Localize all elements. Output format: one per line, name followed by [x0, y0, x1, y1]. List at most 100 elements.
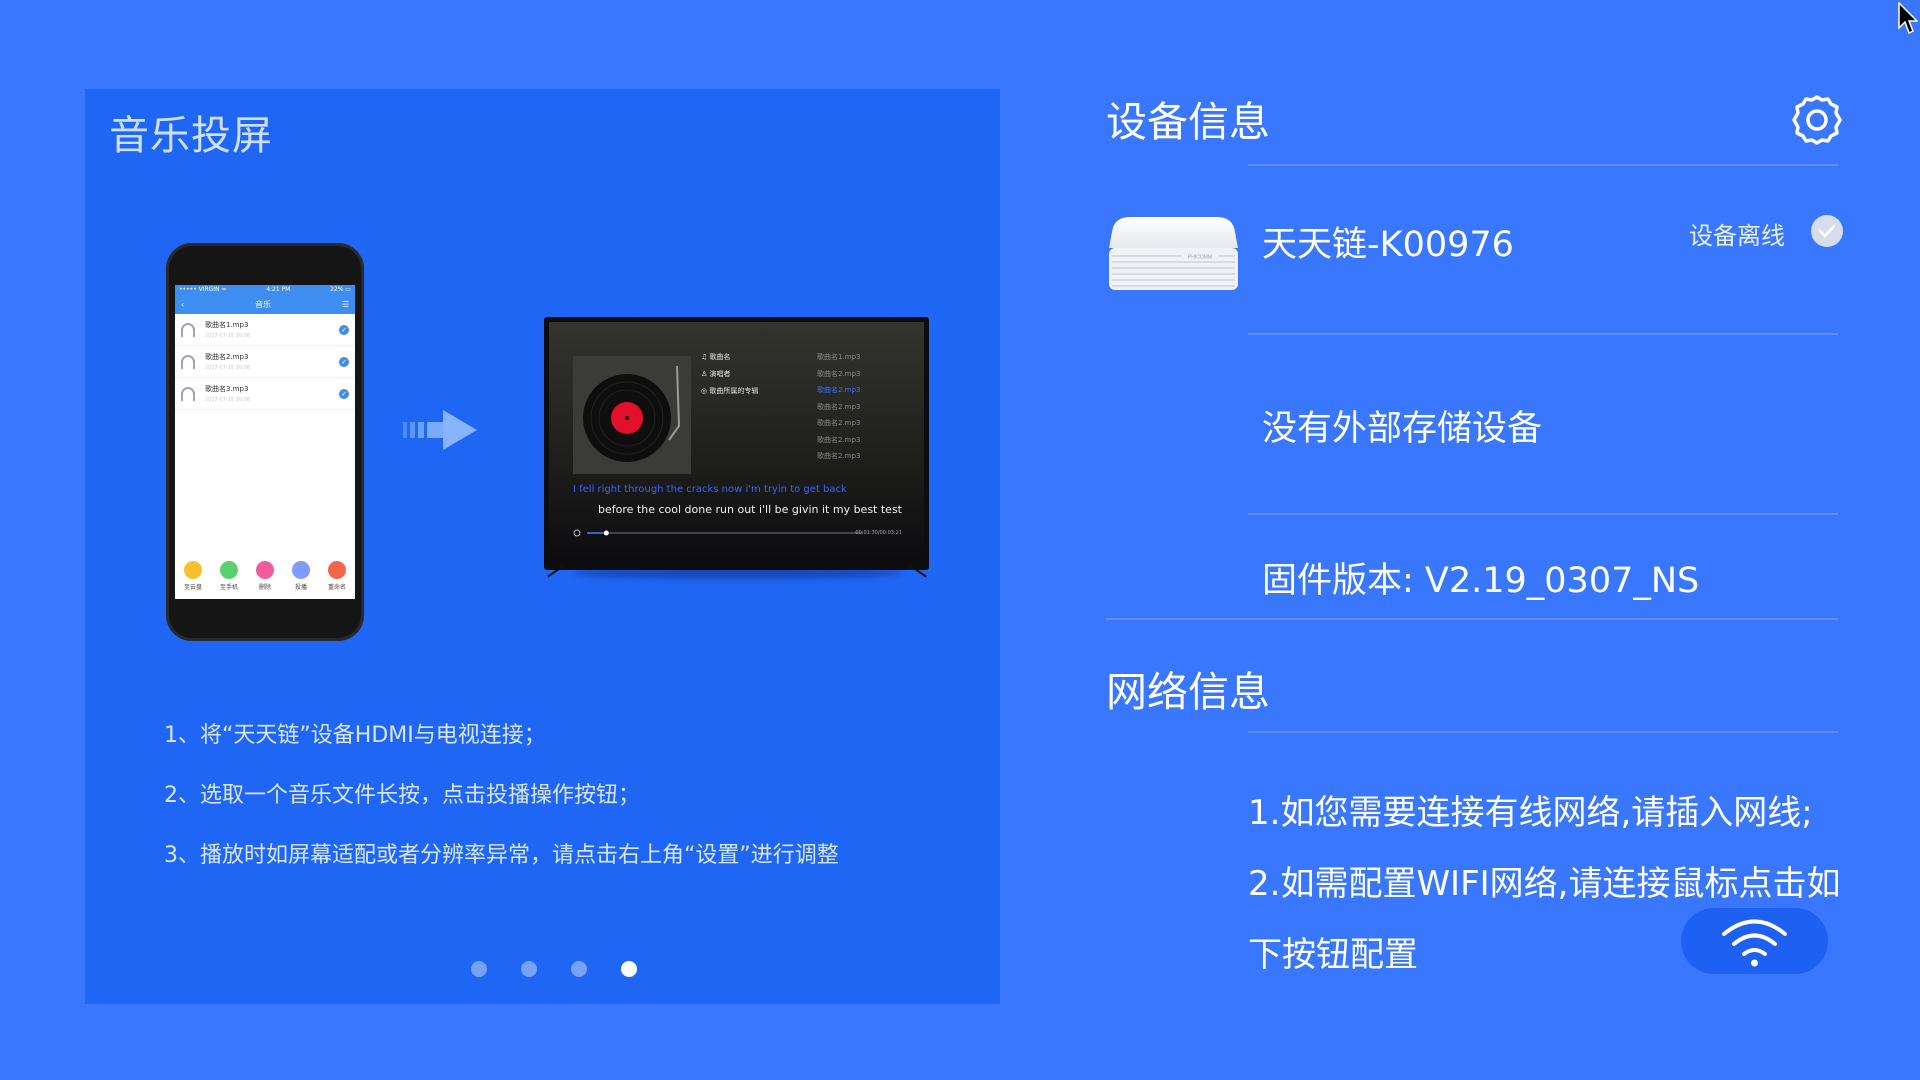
phone-illustration: ••••• VIRGIN ≈ 4:21 PM 22% ▭ ‹ 音乐 ☰ 歌曲名1…: [166, 243, 364, 641]
headphones-icon: [181, 354, 195, 369]
divider: [1248, 164, 1838, 166]
album-cover: [573, 356, 691, 474]
check-icon: ✓: [339, 356, 349, 367]
cloud-icon: [184, 561, 202, 579]
tv-playlist-item: 歌曲名2.mp3: [817, 452, 861, 460]
phone-nav-title: 音乐: [255, 299, 272, 309]
tv-playlist-item: 歌曲名2.mp3: [817, 419, 861, 427]
network-instruction-line: 2.如需配置WIFI网络,请连接鼠标点击如: [1248, 864, 1841, 904]
tv-lyric-current: I fell right through the cracks now i'm …: [573, 484, 847, 495]
tv-shadow: [573, 567, 903, 579]
music-note-icon: ♫: [701, 353, 710, 361]
tv-song-meta: ♫ 歌曲名 ♙ 演唱者 ◎ 歌曲所属的专辑: [701, 352, 758, 403]
progress-bar: [573, 529, 863, 537]
device-info-title: 设备信息: [1106, 98, 1270, 146]
phone-song-row: 歌曲名1.mp3 2017-07-15 10:08 ✓: [175, 314, 355, 346]
page-dot-2[interactable]: [521, 961, 537, 977]
check-icon: ✓: [339, 388, 349, 399]
page-dot-1[interactable]: [471, 961, 487, 977]
network-info-title: 网络信息: [1106, 668, 1270, 716]
divider: [1248, 513, 1838, 515]
gear-icon[interactable]: [1790, 93, 1844, 147]
tv-playlist-item-current: 歌曲名2.mp3: [817, 386, 861, 394]
arrow-right-icon: [403, 410, 477, 450]
tv-screen: ♫ 歌曲名 ♙ 演唱者 ◎ 歌曲所属的专辑 歌曲名1.mp3 歌曲名2.mp3 …: [549, 322, 924, 562]
phone-action: 删除: [250, 561, 280, 591]
router-device-image: PHICOMM: [1109, 217, 1238, 290]
phone-carrier: ••••• VIRGIN ≈: [179, 286, 227, 293]
tv-playlist-item: 歌曲名1.mp3: [817, 353, 861, 361]
page-indicator: [471, 961, 637, 977]
tv-time: 00:01:30/00:03:21: [855, 530, 902, 536]
phone-time: 4:21 PM: [266, 286, 291, 293]
instruction-step: 3、播放时如屏幕适配或者分辨率异常，请点击右上角“设置”进行调整: [164, 843, 839, 868]
headphones-icon: [181, 386, 195, 401]
device-name: 天天链-K00976: [1262, 225, 1514, 265]
trash-icon: [256, 561, 274, 579]
tv-playlist: 歌曲名1.mp3 歌曲名2.mp3 歌曲名2.mp3 歌曲名2.mp3 歌曲名2…: [817, 352, 860, 468]
page-dot-4-active[interactable]: [621, 961, 637, 977]
song-date: 2017-07-15 10:08: [205, 333, 251, 339]
back-icon: ‹: [181, 299, 185, 309]
tv-playlist-item: 歌曲名2.mp3: [817, 369, 861, 378]
wifi-icon: [1722, 919, 1787, 967]
phone-screen: ••••• VIRGIN ≈ 4:21 PM 22% ▭ ‹ 音乐 ☰ 歌曲名1…: [175, 285, 355, 599]
tv-song-title: 歌曲名: [709, 353, 731, 361]
divider: [1248, 731, 1838, 733]
firmware-version: 固件版本: V2.19_0307_NS: [1262, 561, 1700, 601]
network-instructions: 1.如您需要连接有线网络,请插入网线; 2.如需配置WIFI网络,请连接鼠标点击…: [1248, 778, 1858, 991]
person-icon: ♙: [701, 370, 710, 378]
phone-action: 投播: [286, 561, 316, 591]
instruction-step: 1、将“天天链”设备HDMI与电视连接；: [164, 723, 546, 748]
song-name: 歌曲名2.mp3: [205, 353, 249, 361]
tv-artist: 演唱者: [709, 370, 731, 378]
tv-album: 歌曲所属的专辑: [709, 387, 759, 395]
phone-song-row: 歌曲名3.mp3 2017-07-15 10:08 ✓: [175, 378, 355, 410]
tv-illustration: ♫ 歌曲名 ♙ 演唱者 ◎ 歌曲所属的专辑 歌曲名1.mp3 歌曲名2.mp3 …: [544, 317, 929, 570]
network-instruction-line: 下按钮配置: [1248, 935, 1418, 975]
mouse-cursor-icon: [1898, 2, 1918, 35]
vinyl-record-icon: [583, 365, 681, 462]
download-icon: [220, 561, 238, 579]
music-cast-panel: 音乐投屏 ••••• VIRGIN ≈ 4:21 PM 22% ▭ ‹ 音乐 ☰…: [85, 89, 1000, 1004]
phone-action-label: 删除: [258, 584, 271, 591]
headphones-icon: [181, 322, 195, 337]
song-name: 歌曲名3.mp3: [205, 385, 249, 393]
phone-action: 至手机: [214, 561, 244, 591]
wifi-config-button[interactable]: [1681, 908, 1828, 974]
phone-action: 至云盘: [178, 561, 208, 591]
disc-icon: ◎: [701, 387, 710, 395]
phone-nav-bar: ‹ 音乐 ☰: [175, 294, 355, 314]
tv-lyric-next: before the cool done run out i'll be giv…: [598, 503, 902, 516]
phone-action-label: 重命名: [327, 584, 346, 591]
tv-progress: 00:01:30/00:03:21: [573, 527, 902, 539]
instruction-step: 2、选取一个音乐文件长按，点击投播操作按钮；: [164, 783, 640, 808]
instruction-list: 1、将“天天链”设备HDMI与电视连接； 2、选取一个音乐文件长按，点击投播操作…: [164, 717, 839, 897]
phone-song-row: 歌曲名2.mp3 2017-07-15 10:08 ✓: [175, 346, 355, 378]
divider: [1106, 618, 1838, 620]
device-status: 设备离线: [1689, 222, 1785, 250]
tv-playlist-item: 歌曲名2.mp3: [817, 402, 861, 411]
song-date: 2017-07-15 10:08: [205, 365, 251, 371]
phone-action-label: 至手机: [219, 584, 238, 591]
box-brand-label: PHICOMM: [1188, 255, 1212, 261]
check-circle-icon: [1811, 215, 1843, 247]
page-dot-3[interactable]: [571, 961, 587, 977]
song-date: 2017-07-15 10:08: [205, 397, 251, 403]
menu-icon: ☰: [341, 299, 349, 309]
phone-action-label: 投播: [294, 584, 307, 591]
cast-icon: [292, 561, 310, 579]
phone-action-label: 至云盘: [183, 584, 202, 591]
edit-icon: [328, 561, 346, 579]
panel-title: 音乐投屏: [109, 113, 273, 159]
song-name: 歌曲名1.mp3: [205, 321, 249, 329]
storage-status: 没有外部存储设备: [1262, 409, 1543, 449]
phone-status-bar: ••••• VIRGIN ≈ 4:21 PM 22% ▭: [175, 285, 355, 294]
phone-action-bar: 至云盘 至手机 删除 投播 重命名: [175, 561, 355, 591]
network-instruction-line: 1.如您需要连接有线网络,请插入网线;: [1248, 793, 1813, 833]
phone-action: 重命名: [322, 561, 352, 591]
phone-battery: 22% ▭: [330, 286, 351, 293]
check-icon: ✓: [339, 324, 349, 335]
divider: [1248, 333, 1838, 335]
tv-playlist-item: 歌曲名2.mp3: [817, 435, 861, 444]
